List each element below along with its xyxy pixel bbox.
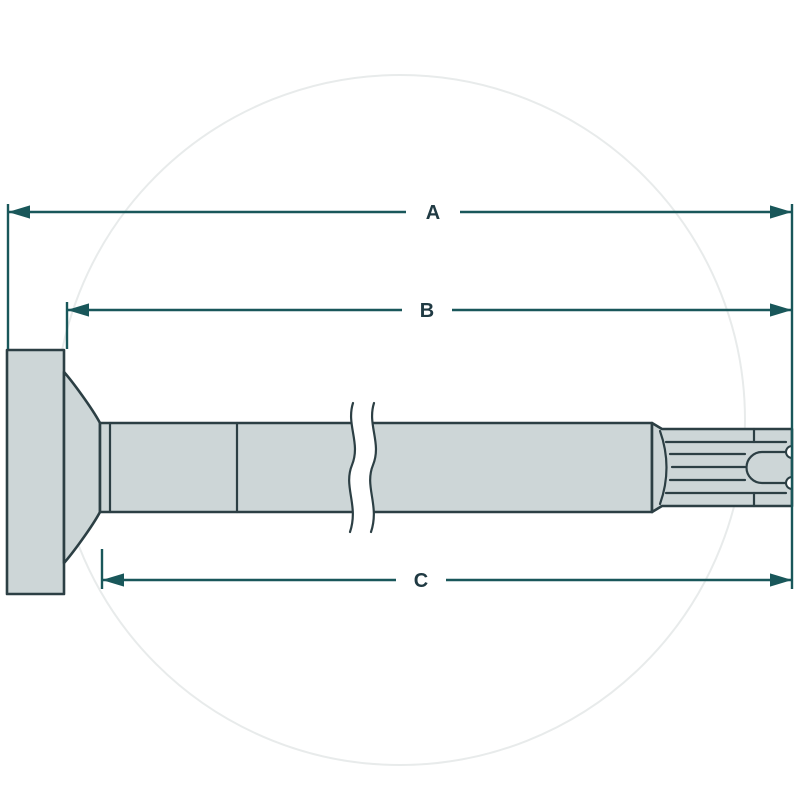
dimension-c: C xyxy=(100,549,792,592)
arrowhead-left-icon xyxy=(8,205,30,219)
arrowhead-right-icon xyxy=(770,303,792,317)
dim-c-label: C xyxy=(414,570,428,592)
dim-a-label: A xyxy=(426,202,440,224)
arrowhead-left-icon xyxy=(67,303,89,317)
arrowhead-right-icon xyxy=(770,573,792,587)
arrowhead-right-icon xyxy=(770,205,792,219)
dimension-b: B xyxy=(65,300,792,349)
watermark-circle xyxy=(54,74,746,766)
break-gap xyxy=(349,403,376,532)
spline-runout-curve xyxy=(658,429,668,506)
camshaft-part xyxy=(5,348,794,596)
dimension-a: A xyxy=(6,202,792,349)
cam-head xyxy=(5,348,66,596)
spline-end-slot xyxy=(745,450,788,485)
break-line-left xyxy=(348,401,357,534)
bell-transition xyxy=(62,370,102,565)
shaft-body xyxy=(98,421,654,514)
break-line-right xyxy=(369,401,378,534)
dim-b-label: B xyxy=(420,300,434,322)
arrowhead-left-icon xyxy=(102,573,124,587)
